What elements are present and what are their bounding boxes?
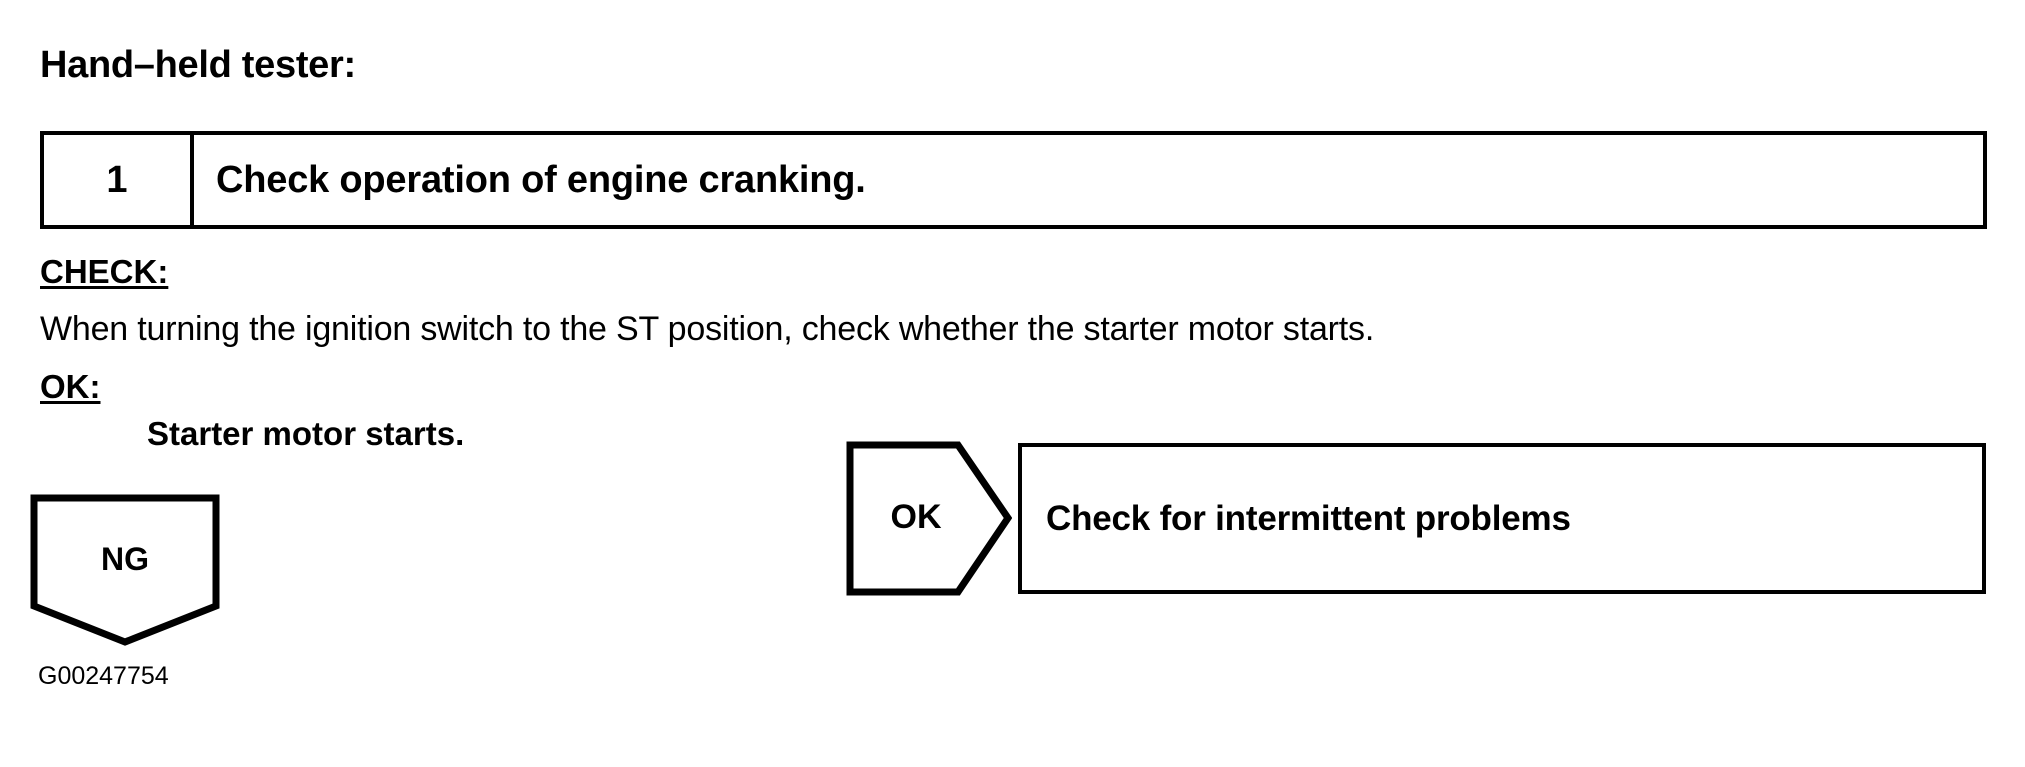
- page-title: Hand–held tester:: [40, 44, 356, 86]
- ng-branch-label: NG: [101, 541, 149, 577]
- ok-result-box: Check for intermittent problems: [1018, 443, 1986, 594]
- ok-result-text: Check for intermittent problems: [1046, 498, 1571, 538]
- ok-branch-arrow-icon: [846, 441, 1012, 596]
- step-row: 1 Check operation of engine cranking.: [40, 131, 1987, 229]
- figure-id: G00247754: [38, 662, 169, 690]
- ng-branch-pentagon-icon: [30, 494, 220, 646]
- step-number-cell: 1: [44, 135, 194, 225]
- step-instruction-cell: Check operation of engine cranking.: [216, 158, 866, 201]
- ok-branch-label: OK: [890, 498, 942, 536]
- ok-label: OK:: [40, 368, 101, 405]
- ok-criteria-text: Starter motor starts.: [147, 415, 465, 452]
- check-description: When turning the ignition switch to the …: [40, 310, 1375, 348]
- check-label: CHECK:: [40, 253, 169, 290]
